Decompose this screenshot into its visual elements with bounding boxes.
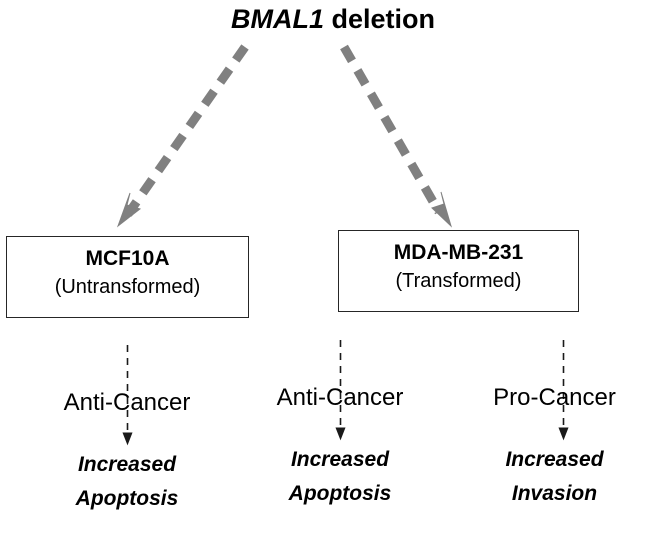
cell-line-state: (Untransformed): [54, 276, 201, 298]
cell-line-state: (Transformed): [395, 270, 522, 292]
outcome-result: Increased Invasion: [443, 443, 666, 511]
title-rest: deletion: [323, 4, 435, 34]
title-gene: BMAL1: [230, 4, 324, 34]
outcome-result-line1: Increased: [77, 453, 177, 476]
outcome-result-line2: Invasion: [511, 482, 598, 505]
outcome-effect: Anti-Cancer: [276, 384, 404, 411]
outcome-result-line1: Increased: [290, 448, 390, 471]
outcome-result: Increased Apoptosis: [7, 448, 247, 516]
cell-line-box-mda-mb-231: MDA-MB-231 (Transformed): [338, 230, 579, 312]
outcome-result: Increased Apoptosis: [220, 443, 460, 511]
outcome-result-line1: Increased: [505, 448, 604, 471]
page-title: BMAL1 deletion: [0, 2, 666, 36]
dashed-arrow-down-left-icon: [116, 44, 249, 228]
outcome-result-line2: Apoptosis: [288, 482, 392, 505]
outcome-result-line2: Apoptosis: [75, 487, 179, 510]
outcome-column-2: Anti-Cancer Increased Apoptosis: [220, 383, 460, 511]
cell-line-box-mcf10a: MCF10A (Untransformed): [6, 236, 249, 318]
outcome-column-3: Pro-Cancer Increased Invasion: [443, 383, 666, 511]
outcome-column-1: Anti-Cancer Increased Apoptosis: [7, 388, 247, 516]
dashed-arrow-down-right-icon: [340, 44, 453, 228]
outcome-effect: Pro-Cancer: [493, 384, 616, 411]
thick-dashed-arrows: [116, 44, 453, 228]
cell-line-name: MDA-MB-231: [393, 241, 524, 264]
outcome-effect: Anti-Cancer: [63, 389, 191, 416]
cell-line-name: MCF10A: [85, 247, 170, 270]
